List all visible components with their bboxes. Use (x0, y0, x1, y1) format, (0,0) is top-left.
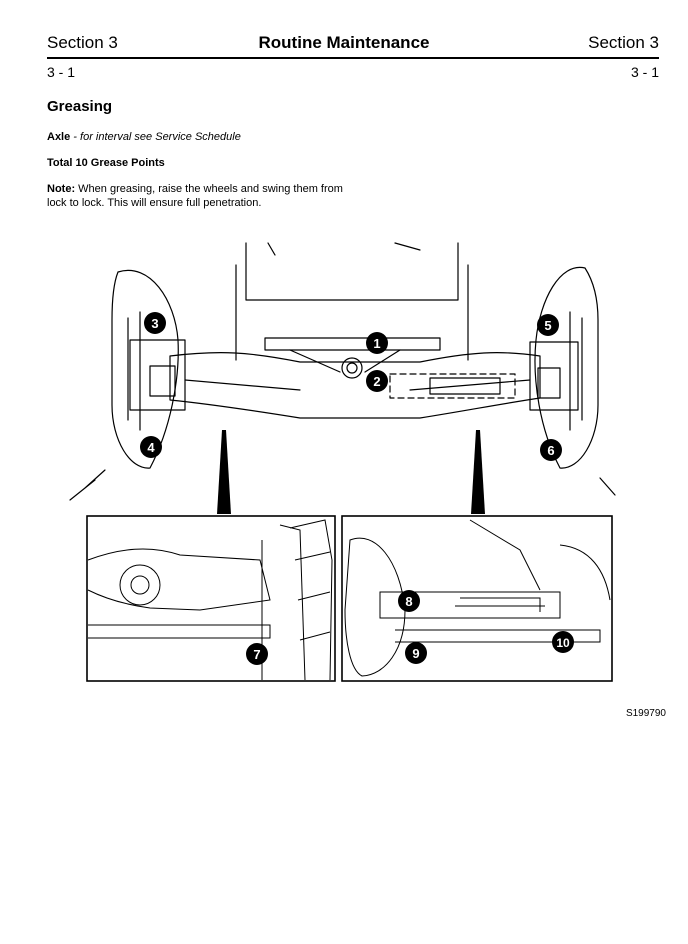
page-number-left: 3 - 1 (47, 64, 76, 80)
callout-1: 1 (373, 336, 380, 351)
callout-6: 6 (547, 443, 554, 458)
note-paragraph: Note: When greasing, raise the wheels an… (47, 182, 347, 210)
callout-9: 9 (412, 646, 419, 661)
axle-line: Axle - for interval see Service Schedule (47, 130, 241, 144)
axle-interval-text: - for interval see Service Schedule (70, 131, 241, 143)
callout-3: 3 (151, 316, 158, 331)
axle-label: Axle (47, 131, 71, 143)
header-section-left: Section 3 (47, 33, 118, 52)
callout-8: 8 (405, 594, 412, 609)
header-section-right: Section 3 (588, 33, 659, 52)
figure-code: S199790 (625, 708, 666, 719)
page-title: Routine Maintenance (258, 33, 430, 52)
section-heading: Greasing (47, 98, 113, 115)
callout-10: 10 (556, 636, 570, 650)
note-text: When greasing, raise the wheels and swin… (47, 183, 343, 209)
total-grease-points: Total 10 Grease Points (47, 157, 165, 169)
callout-5: 5 (544, 318, 551, 333)
callout-2: 2 (373, 374, 380, 389)
note-label: Note: (47, 183, 76, 195)
page-number-right: 3 - 1 (630, 64, 659, 80)
callout-4: 4 (147, 440, 155, 455)
header-rule (47, 57, 659, 59)
callout-7: 7 (253, 647, 260, 662)
